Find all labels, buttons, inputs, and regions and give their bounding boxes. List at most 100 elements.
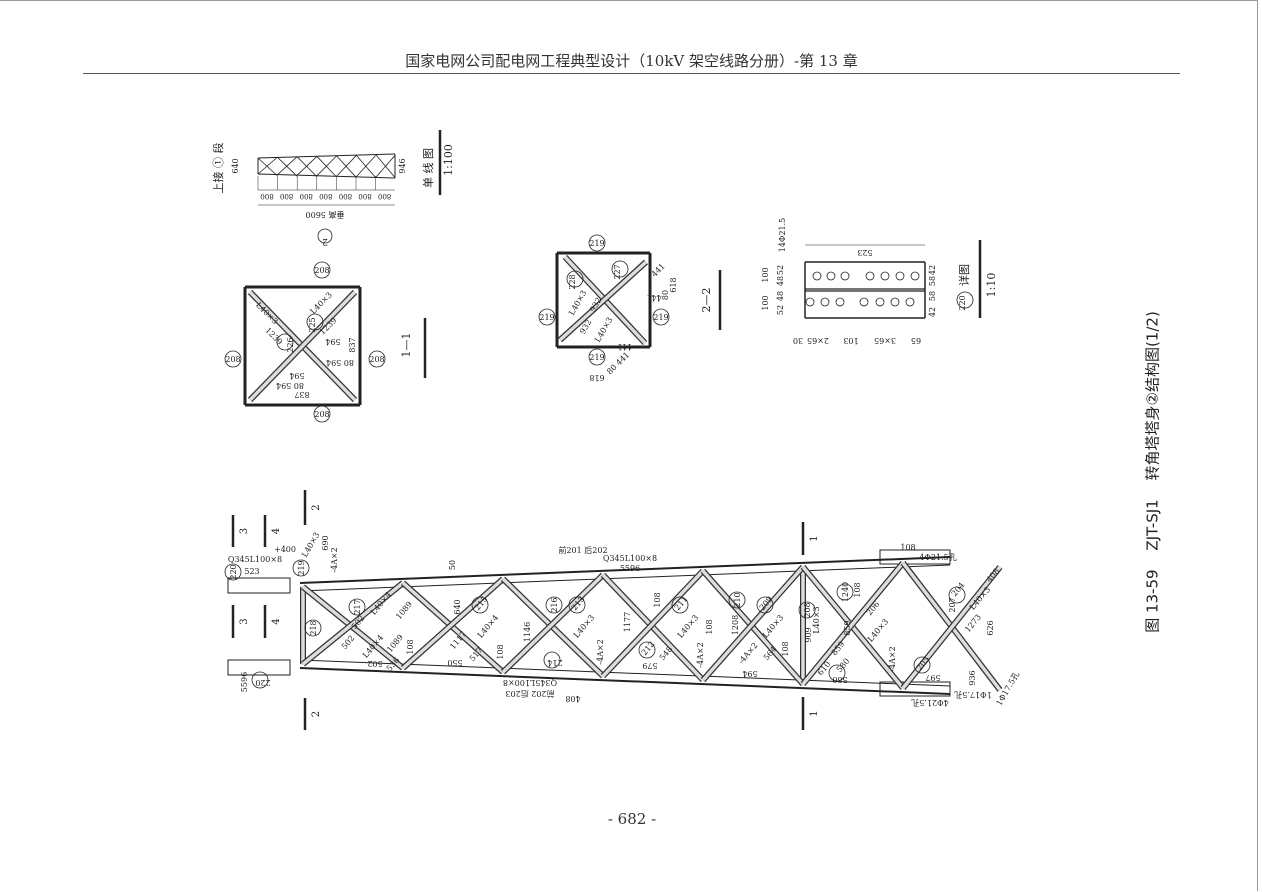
part-number-circle xyxy=(292,559,310,577)
single-line-bottom xyxy=(257,173,396,179)
detail-label: 48 xyxy=(776,291,785,301)
single-line-diagonal xyxy=(277,156,298,175)
part-number-circle xyxy=(566,270,584,288)
section-1-label: 594 xyxy=(289,371,304,380)
truss-label: 594 xyxy=(742,669,757,678)
truss-label: L40×3 xyxy=(812,606,821,633)
truss-label: 626 xyxy=(986,620,995,635)
truss-label: 1Φ17.5孔 xyxy=(954,690,991,699)
detail-scale: 1:10 xyxy=(985,273,998,298)
page-number: - 682 - xyxy=(607,810,657,828)
truss-label: 208 xyxy=(803,602,812,617)
spacing-label: 800 xyxy=(339,192,352,200)
truss-label: 564 xyxy=(762,645,779,662)
truss-label: 408 xyxy=(565,694,580,703)
bottom-chord-outer xyxy=(299,667,951,695)
diagonal-member-fill xyxy=(501,573,605,674)
bolt-hole xyxy=(910,271,920,281)
section-mark-1-label: 1 xyxy=(809,535,820,541)
section-mark-4-label: 4 xyxy=(271,528,282,534)
detail-label: 58 xyxy=(928,291,937,301)
part-number-circle xyxy=(313,261,331,279)
part-number-circle xyxy=(836,583,854,601)
truss-label: -4A×2 xyxy=(888,646,897,671)
part-number-circle xyxy=(471,596,489,614)
section-2-label: 219 xyxy=(539,313,554,322)
truss-label: -4A×2 xyxy=(330,547,339,572)
diagonal-member-fill xyxy=(401,577,505,670)
truss-label: 218 xyxy=(309,620,318,635)
single-line-diagonal xyxy=(257,157,278,177)
part-number-circle xyxy=(304,619,322,637)
bolt-hole xyxy=(812,271,822,281)
bolt-hole xyxy=(840,271,850,281)
bolt-hole xyxy=(826,271,836,281)
truss-label: 5596 xyxy=(240,672,249,692)
section-1-label: 226 xyxy=(286,337,295,352)
single-line-diagonal xyxy=(277,157,298,177)
truss-label: 597 xyxy=(925,673,940,682)
section-2-label: 441 xyxy=(617,342,632,351)
detail-label: 30 xyxy=(793,336,803,345)
truss-label: 1240 xyxy=(841,582,850,602)
s1-diagonal-fill xyxy=(248,290,357,402)
detail-label: 3×65 xyxy=(874,336,896,345)
section-mark-3-label: 3 xyxy=(239,618,250,624)
part-number-circle xyxy=(798,601,816,619)
detail-label: 65 xyxy=(911,336,921,345)
truss-label: 502 xyxy=(367,659,382,668)
truss-label: 219 xyxy=(297,560,306,575)
truss-label: 50 xyxy=(448,560,457,570)
section-2-label: 80 441 xyxy=(605,350,631,376)
part-number-circle xyxy=(671,596,689,614)
detail-label: 2×65 xyxy=(807,336,829,345)
single-line-title: 单 线 图 xyxy=(421,148,435,188)
section-mark-1-label: 1 xyxy=(809,710,820,716)
connection-plate-top xyxy=(227,577,291,594)
truss-label: 1177 xyxy=(623,612,632,632)
part-circle xyxy=(317,228,333,244)
truss-label: L40×3 xyxy=(300,531,321,559)
single-line-diagonal xyxy=(296,156,318,177)
single-line-diagonal xyxy=(336,155,357,177)
height-left-label: 640 xyxy=(231,158,240,173)
section-2-label: 618 xyxy=(589,373,604,382)
figure-code: ZJT-SJ1 xyxy=(1143,499,1162,551)
truss-label: 1273 xyxy=(963,613,983,634)
section-1-label: 1239 xyxy=(318,316,339,337)
single-line-top xyxy=(257,153,396,159)
part-number-circle xyxy=(948,586,966,604)
diagonal-member-fill xyxy=(701,565,805,682)
section-2-label: 228 xyxy=(568,274,577,289)
part-number-circle xyxy=(251,671,269,689)
truss-label: 220 xyxy=(229,564,238,579)
section-mark-4-label: 4 xyxy=(271,618,282,624)
segment-label: 上接 ① 段 xyxy=(211,143,225,194)
truss-label: 108 xyxy=(406,639,415,654)
figure-number: 图 13-59 xyxy=(1143,569,1162,633)
section-1-label: 837 xyxy=(348,337,357,352)
connection-plate-right-top xyxy=(879,549,951,565)
spacing-label: 800 xyxy=(319,192,332,200)
diagonal-member-fill xyxy=(901,565,1002,690)
truss-label: 210 xyxy=(733,592,742,607)
section-2-label: 80 xyxy=(661,290,670,300)
part-number-circle xyxy=(313,405,331,423)
part-number-circle xyxy=(306,313,324,331)
part-number-circle xyxy=(545,596,563,614)
truss-label: 220 xyxy=(255,678,270,687)
truss-label: L40×3 xyxy=(866,617,890,644)
truss-label: 1208 xyxy=(731,615,740,635)
truss-label: 4Φ21.5孔 xyxy=(911,698,948,707)
truss-label: L40×3 xyxy=(761,613,785,640)
truss-label: Q345L100×8 xyxy=(603,554,657,563)
part-number-circle xyxy=(588,348,606,366)
part-number-circle xyxy=(568,596,586,614)
truss-label: 108 xyxy=(653,592,662,607)
truss-label: 108 xyxy=(705,619,714,634)
truss-label: -4A×2 xyxy=(736,641,759,666)
section-2-label: 441 xyxy=(650,262,667,279)
truss-label: L40×4 xyxy=(476,613,500,640)
section-1-title: 1—1 xyxy=(400,333,413,358)
